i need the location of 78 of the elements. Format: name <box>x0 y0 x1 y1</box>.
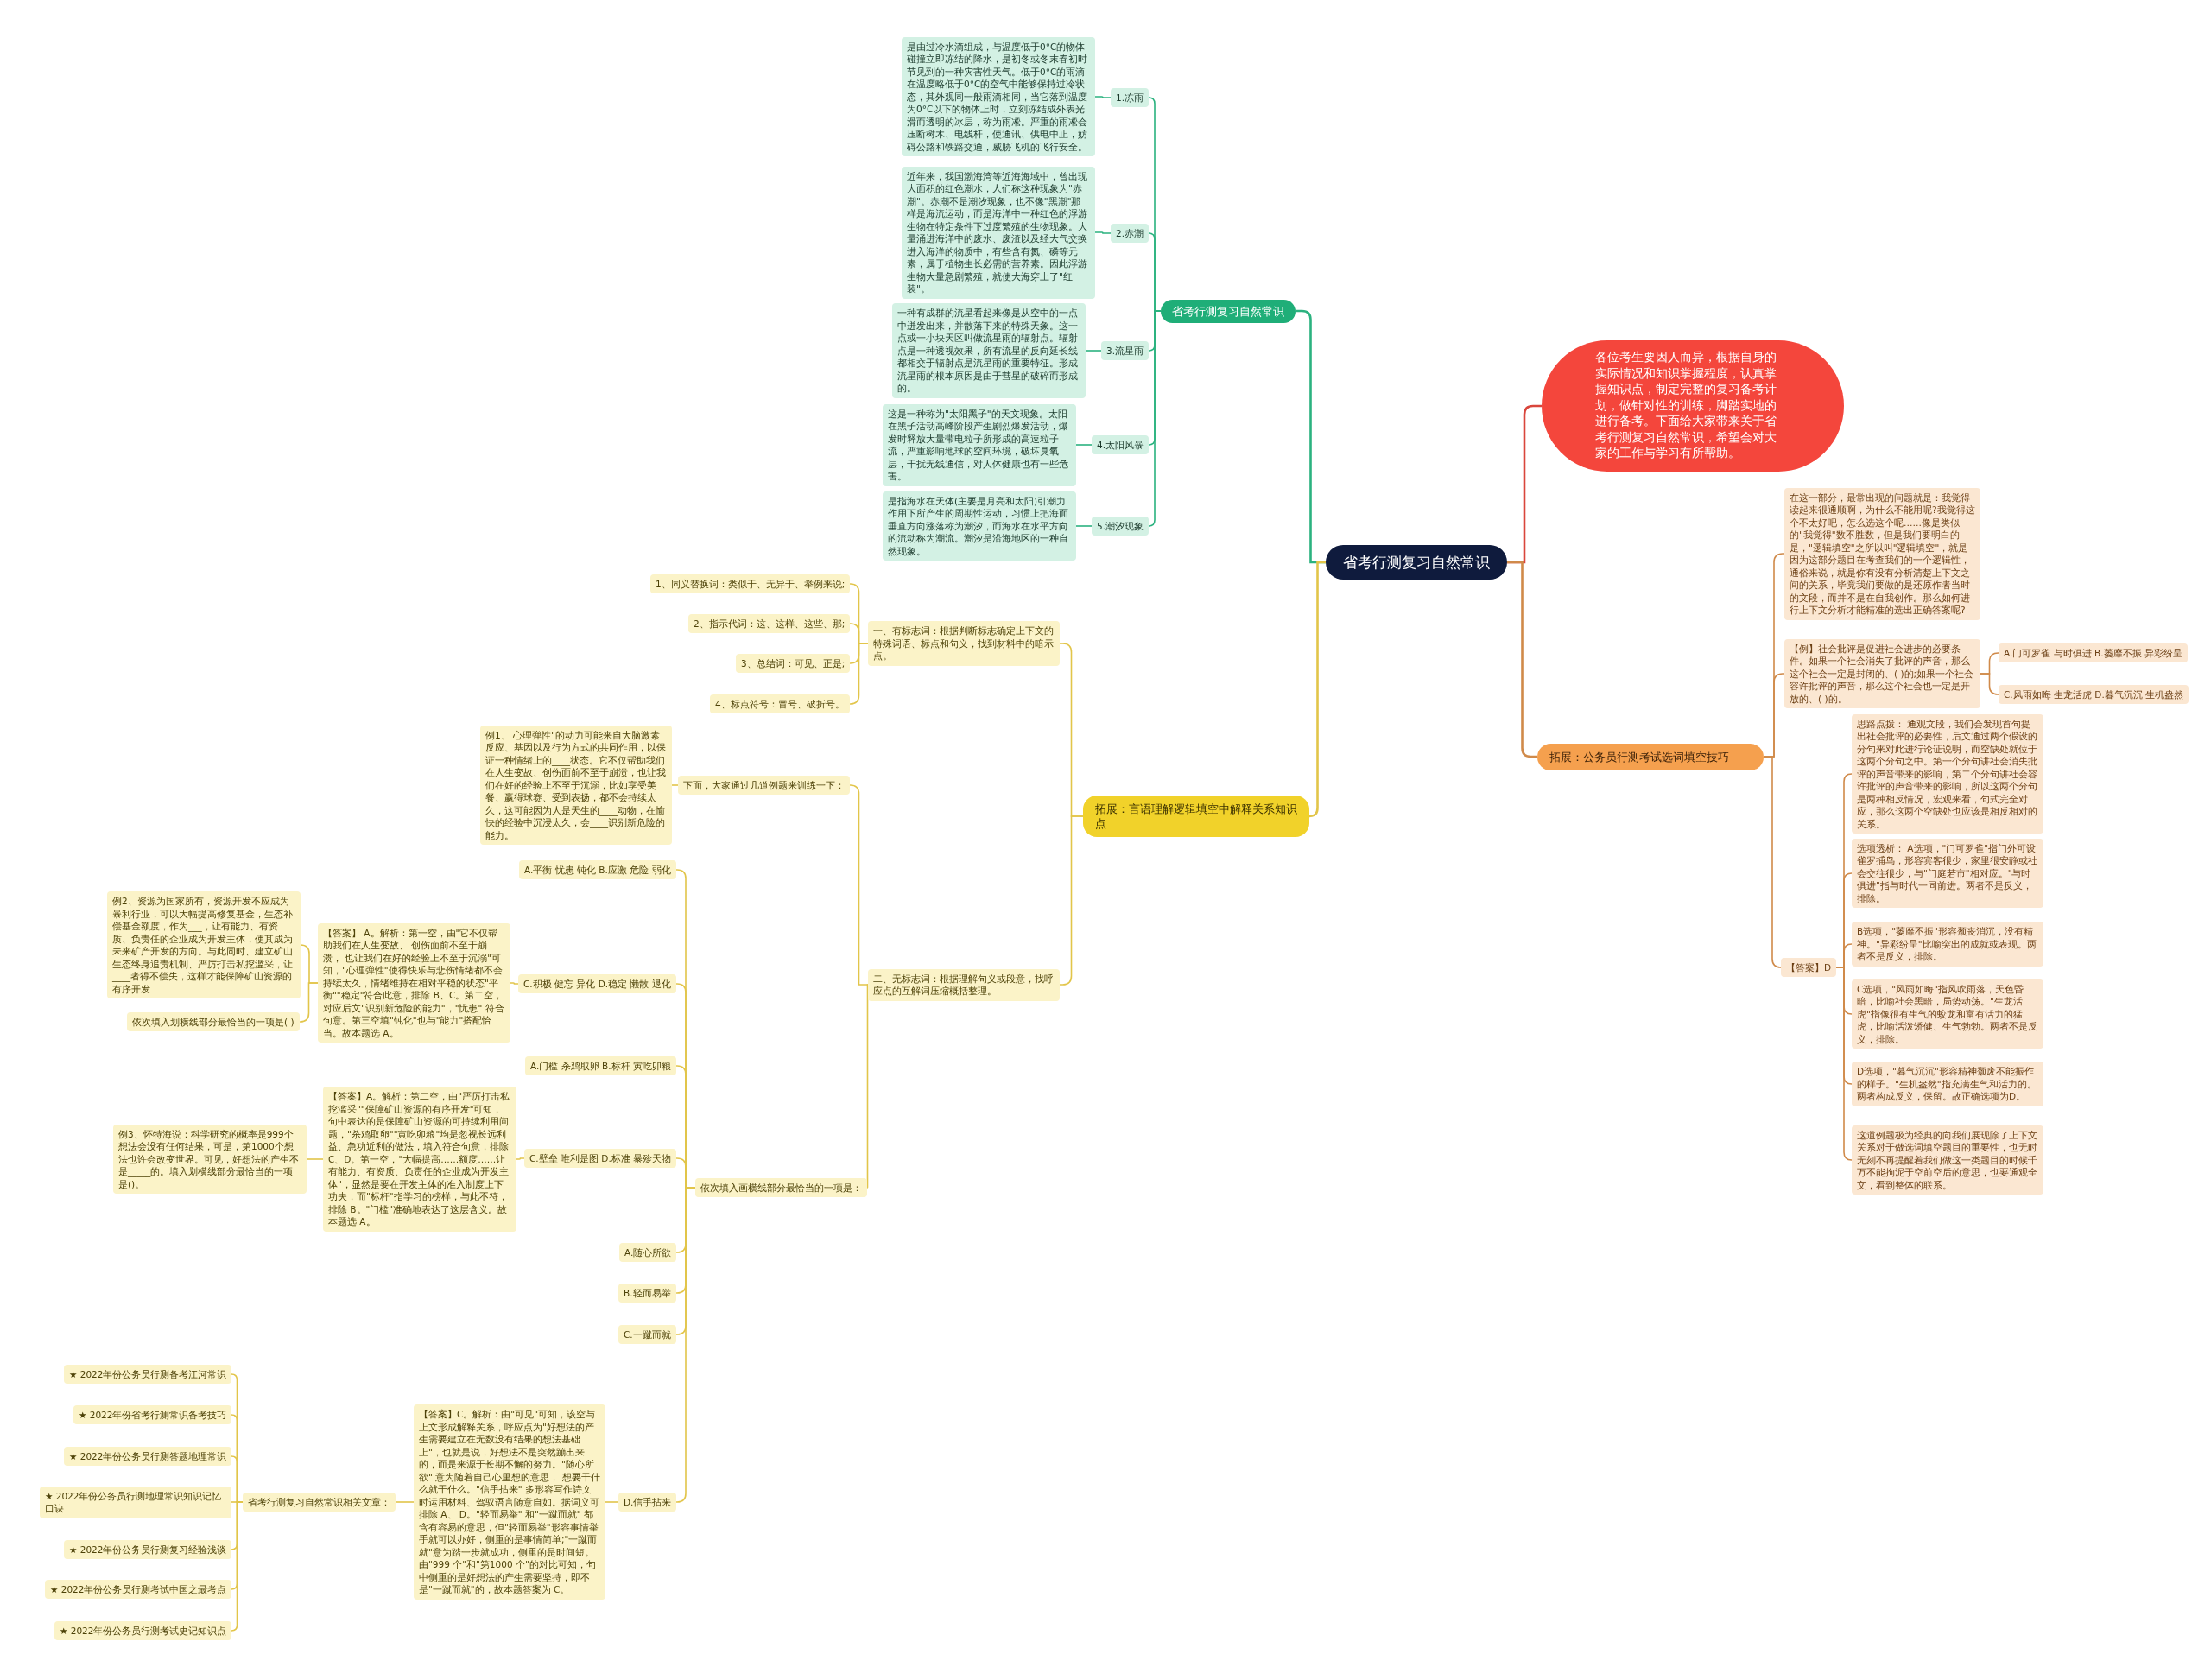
topic-box: 4.太阳风暴 <box>1092 434 1150 454</box>
topic-box: 这道例题极为经典的向我们展现除了上下文关系对于做选词填空题目的重要性，也无时无刻不再提醒着我们做这一类题目的时候千万不能拘泥于空前空后的意思，也要通观全文，看到整体的联系。 <box>1852 1125 2043 1195</box>
topic-box: 3、总结词：可见、正是; <box>736 653 851 673</box>
connector <box>395 1501 415 1503</box>
topic-box: ★ 2022年份公务员行测考试史记知识点 <box>54 1620 232 1640</box>
topic-box: 下面，大家通过几道例题来训练一下： <box>678 775 850 795</box>
topic-box: 是指海水在天体(主要是月亮和太阳)引潮力作用下所产生的周期性运动，习惯上把海面垂直方向涨落称为潮汐，而海水在水平方向的流动称为潮流。潮汐是沿海地区的一种自然现象。 <box>883 491 1076 561</box>
connector <box>1094 231 1112 234</box>
topic-box: 依次填入画横线部分最恰当的一项是： <box>695 1177 867 1197</box>
topic-box: 1.冻雨 <box>1111 87 1150 107</box>
branch-topic: 省考行测复习自然常识 <box>1161 299 1296 323</box>
topic-box: 省考行测复习自然常识相关文章： <box>243 1492 396 1512</box>
topic-box: 【答案】 A。解析：第一空，由"它不仅帮助我们在人生变故、 创伤面前不至于崩溃， 也让我们在好的经验上不至于沉溺"可知，"心理弹性"使得快乐与悲伤情绪都不会持续太久，情绪维持在相对平稳的状态"平衡""稳定"符合此意，排除 B、C。第二空，对应后文"识别新危险的能力"，"忧患" 符合句意。第三空填"钝化"也与"能力"搭配恰当。故本题选 A。 <box>318 922 510 1043</box>
central-topic: 省考行测复习自然常识 <box>1326 545 1507 580</box>
connector <box>1835 967 1853 1161</box>
connector <box>306 1158 324 1160</box>
topic-box: ★ 2022年份公务员行测备考江河常识 <box>64 1364 232 1384</box>
connector <box>1980 673 1999 695</box>
topic-box: 一种有成群的流星看起来像是从空中的一点中迸发出来，并散落下来的特殊天象。这一点或一小块天区叫做流星雨的辐射点。辐射点是一种透视效果，所有流星的反向延长线都相交于辐射点是流星雨的重要特征。形成流星雨的根本原因是由于彗星的破碎而形成的。 <box>892 303 1086 398</box>
topic-box: 例3、怀特海说：科学研究的概率是999个想法会没有任何结果，可是，第1000个想法也许会改变世界。可见，好想法的产生不是_____的。填入划横线部分最恰当的一项是()。 <box>113 1124 307 1194</box>
topic-box: ★ 2022年份公务员行测复习经验浅谈 <box>64 1539 232 1559</box>
topic-box: 1、同义替换词：类似于、无异于、举例来说; <box>650 574 851 593</box>
topic-box: B.轻而易举 <box>618 1283 676 1303</box>
topic-box: 选项透析： A选项，"门可罗雀"指门外可设雀罗捕鸟，形容宾客很少，家里很安静或社会交往很少，与"门庭若市"相对应。"与时俱进"指与时代一同前进。两者不是反义，排除。 <box>1852 838 2043 908</box>
topic-box: 一、有标志词：根据判断标志确定上下文的特殊词语、标点和句义，找到材料中的暗示点。 <box>868 621 1060 666</box>
topic-box: A.平衡 忧患 钝化 B.应激 危险 弱化 <box>519 859 676 879</box>
connector <box>299 982 319 1023</box>
topic-box: B选项，"萎靡不振"形容颓丧消沉，没有精神。"异彩纷呈"比喻突出的成就或表现。两者不是反义，排除。 <box>1852 922 2043 967</box>
topic-box: D.信手拈来 <box>618 1492 677 1512</box>
topic-box: C选项，"风雨如晦"指风吹雨落，天色昏暗，比喻社会黑暗，局势动荡。"生龙活虎"指像很有生气的蛟龙和富有活力的猛虎，比喻活泼矫健、生气勃勃。两者不是反义，排除。 <box>1852 979 2043 1049</box>
topic-box: A.门槛 杀鸡取卵 B.标杆 寅吃卯粮 <box>525 1056 676 1075</box>
topic-box: 3.流星雨 <box>1101 340 1150 360</box>
topic-box: 【答案】A。解析：第二空，由"严厉打击私挖滥采""保障矿山资源的有序开发"可知，句中表达的是保障矿山资源的可持续利用问题，"杀鸡取卵""寅吃卯粮"均是忽视长远利益、急功近利的做法，填入符合句意，排除 C、D。第一空，"大幅提高……额度……让有能力、有资质、负责任的企业成为开发主体"，显然是要在开发主体的准入制度上下功夫，而"标杆"指学习的榜样，与此不符，排除 B。"门槛"准确地表达了这层含义。故本题选 A。 <box>323 1087 516 1232</box>
topic-box: D选项，"暮气沉沉"形容精神颓废不能振作的样子。"生机盎然"指充满生气和活力的。两者构成反义，保留。故正确选项为D。 <box>1852 1062 2043 1106</box>
connector <box>1075 444 1093 446</box>
topic-box: 例2、资源为国家所有，资源开发不应成为暴利行业，可以大幅提高修复基金，生态补偿基金额度，作为___，让有能力、有资质、负责任的企业成为开发主体，使其成为未来矿产开发的方向。与此同时、建立矿山生态终身追责机制、严厉打击私挖滥采，让____者得不偿失，这样才能保障矿山资源的有序开发 <box>107 891 301 998</box>
connector <box>849 643 869 705</box>
connector <box>1085 350 1102 352</box>
connector <box>516 1157 525 1160</box>
topic-box: 例1、 心理弹性"的动力可能来自大脑激素反应、基因以及行为方式的共同作用，以保证一种情绪上的____状态。它不仅帮助我们在人生变故、创伤面前不至于崩溃，也让我们在好的经验上不至于沉溺，比如享受美餐、赢得球赛、受到表扬，都不会持续太久，这可能因为人是天生的____动物，在愉快的经验中沉浸太久，会____识别新危险的能力。 <box>480 725 672 845</box>
connector <box>1094 96 1112 98</box>
connector <box>1763 756 1782 968</box>
connector <box>1075 525 1093 527</box>
connector <box>1507 561 1537 758</box>
topic-box: 5.潮汐现象 <box>1092 516 1150 536</box>
topic-box: C.壁垒 唯利是图 D.标准 暴殄天物 <box>524 1148 677 1168</box>
topic-box: 二、无标志词：根据理解句义或段意，找呼应点的互解词压缩概括整理。 <box>868 968 1060 1001</box>
connector <box>849 784 869 986</box>
connector <box>1308 561 1326 818</box>
topic-box: 【例】社会批评是促进社会进步的必要条件。如果一个社会消失了批评的声音，那么这个社会一定是封闭的、( )的;如果一个社会容许批评的声音，那么这个社会也一定是开放的、( )的。 <box>1784 638 1980 708</box>
topic-box: A.门可罗雀 与时俱进 B.萎靡不振 异彩纷呈 <box>1999 643 2188 662</box>
topic-box: 思路点拨： 通观文段，我们会发现首句提出社会批评的必要性，后文通过两个假设的分句来对此进行论证说明，而空缺处就位于这两个分句之中。第一个分句讲社会消失批评的声音带来的影响，第二个分句讲社会容许批评的声音带来的影响，所以这两个分句是两种相反情况，宏观来看，句式完全对应，那么这两个空缺处也应该是相反相对的关系。 <box>1852 713 2043 834</box>
branch-topic: 拓展：言语理解逻辑填空中解释关系知识点 <box>1083 796 1309 837</box>
connector <box>605 1501 619 1503</box>
topic-box: 4、标点符号：冒号、破折号。 <box>710 694 850 713</box>
topic-box: 【答案】C。解析：由"可见"可知，该空与上文形成解释关系，呼应点为"好想法的产生需要建立在无数没有结果的想法基础上"，也就是说，好想法不是突然蹦出来的，而是来源于长期不懈的努力。"随心所欲" 意为随着自己心里想的意思， 想要干什么就干什么。"信手拈来" 多形容写作诗文时运用材料、驾驭语言随意自如。据词义可排除 A、 D。"轻而易举" 和"一蹴而就" 都含有容易的意思，但"轻而易举"形容事情举手就可以办好，侧重的是事情简单;"一蹴而就"意为踏一步就成功，侧重的是时间短。由"999 个"和"第1000 个"的对比可知，句中侧重的是好想法的产生需要坚持，即不是"一蹴而就"的，故本题答案为 C。 <box>414 1404 605 1600</box>
topic-box: 近年来，我国渤海湾等近海海域中，曾出现大面积的红色潮水，人们称这种现象为"赤潮"。赤潮不是潮汐现象，也不像"黑潮"那样是海流运动，而是海洋中一种红色的浮游生物在特定条件下过度繁殖的生物现象。大量涌进海洋中的废水、废渣以及经大气交换进入海洋的物质中，有些含有氮、磷等元素，属于植物生长必需的营养素。因此浮游生物大量急剧繁殖，就使大海穿上了"红装"。 <box>902 166 1095 299</box>
connector <box>510 982 519 985</box>
topic-box: 【答案】D <box>1781 957 1837 977</box>
topic-box: ★ 2022年份公务员行测答题地理常识 <box>64 1446 232 1466</box>
topic-box: C.风雨如晦 生龙活虎 D.暮气沉沉 生机盎然 <box>1999 684 2189 704</box>
topic-box: 这是一种称为"太阳黑子"的天文现象。太阳在黑子活动高峰阶段产生剧烈爆发活动，爆发时释放大量带电粒子所形成的高速粒子流，严重影响地球的空间环境，破坏臭氧层，干扰无线通信，对人体健康也有一些危害。 <box>883 403 1076 486</box>
topic-box: A.随心所欲 <box>619 1242 677 1262</box>
topic-box: 依次填入划横线部分最恰当的一项是( ) <box>127 1011 300 1031</box>
connector <box>671 784 679 786</box>
topic-box: C.一蹴而就 <box>618 1324 676 1344</box>
branch-topic: 拓展：公务员行测考试选词填空技巧 <box>1537 743 1764 770</box>
connector <box>866 984 869 1189</box>
topic-box: C.积极 健忘 异化 D.稳定 懒散 退化 <box>518 973 676 993</box>
topic-box: 2、指示代词：这、这样、这些、那; <box>688 613 851 633</box>
connector <box>1148 310 1162 527</box>
topic-box: 是由过冷水滴组成，与温度低于0°C的物体碰撞立即冻结的降水，是初冬或冬末春初时节见到的一种灾害性天气。低于0°C的雨滴在温度略低于0°C的空气中能够保持过冷状态，其外观同一般雨滴相同，当它落到温度为0°C以下的物体上时，立刻冻结成外表光滑而透明的冰层，称为雨凇。严重的雨凇会压断树木、电线杆，使通讯、供电中止，妨碍公路和铁路交通，威胁飞机的飞行安全。 <box>902 36 1095 156</box>
topic-box: 2.赤潮 <box>1111 223 1150 243</box>
topic-box: ★ 2022年份公务员行测地理常识知识记忆口诀 <box>40 1486 231 1518</box>
topic-box: ★ 2022年份省考行测常识备考技巧 <box>73 1404 232 1424</box>
intro-bubble: 各位考生要因人而异，根据自身的实际情况和知识掌握程度，认真掌握知识点，制定完整的复习备考计划，做针对性的训练，脚踏实地的进行备考。下面给大家带来关于省考行测复习自然常识，希望会对大家的工作与学习有所帮助。 <box>1542 340 1844 472</box>
topic-box: 在这一部分，最常出现的问题就是：我觉得读起来很通顺啊，为什么不能用呢?我觉得这个不太好吧，怎么选这个呢……像是类似的"我觉得"数不胜数，但是我们要明白的是，"逻辑填空"之所以叫"逻辑填空"，就是因为这部分题目在考查我们的一个逻辑性，通俗来说，就是你有没有分析清楚上下文之间的关系，毕竟我们要做的是还原作者当时的文段，而并不是在自我创作。那么如何进行上下文分析才能精准的选出正确答案呢? <box>1784 487 1980 620</box>
topic-box: ★ 2022年份公务员行测考试中国之最考点 <box>45 1579 232 1599</box>
